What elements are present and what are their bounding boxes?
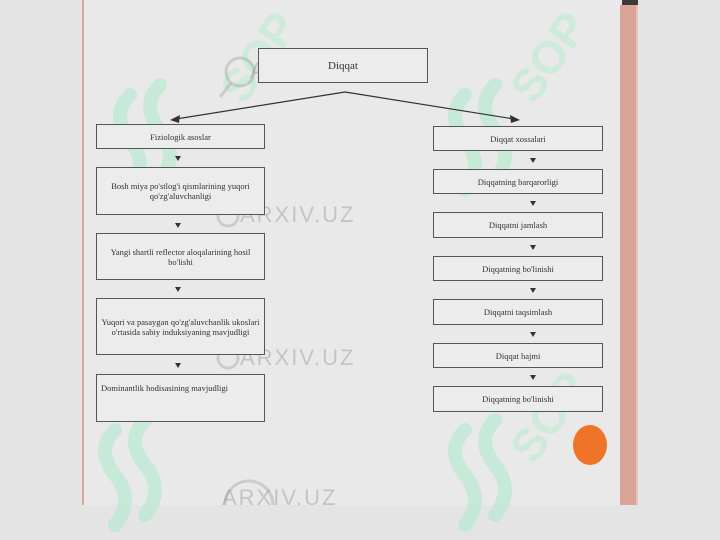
right-node: Diqqatning barqarorligi <box>433 169 603 194</box>
down-arrow-icon <box>530 288 536 293</box>
orange-circle-decoration <box>573 425 607 465</box>
down-arrow-icon <box>175 223 181 228</box>
right-node: Diqqatning bo'linishi <box>433 386 603 412</box>
left-node-header: Fiziologik asoslar <box>96 124 265 149</box>
left-node: Yuqori va pasaygan qo'zg'aluvchanlik uko… <box>96 298 265 355</box>
left-node: Bosh miya po'stlog'i qismlarining yuqori… <box>96 167 265 215</box>
down-arrow-icon <box>175 156 181 161</box>
left-node: Yangi shartli reflector aloqalarining ho… <box>96 233 265 280</box>
right-node-header: Diqqat xossalari <box>433 126 603 151</box>
watermark-text: ARXIV.UZ <box>222 485 338 510</box>
down-arrow-icon <box>530 158 536 163</box>
down-arrow-icon <box>530 245 536 250</box>
down-arrow-icon <box>530 332 536 337</box>
down-arrow-icon <box>175 287 181 292</box>
decorative-stripe-edge <box>636 5 638 505</box>
diagram-root-node: Diqqat <box>258 48 428 83</box>
decorative-stripe <box>620 5 638 505</box>
right-node: Diqqatni taqsimlash <box>433 299 603 325</box>
right-node: Diqqat hajmi <box>433 343 603 368</box>
down-arrow-icon <box>175 363 181 368</box>
down-arrow-icon <box>530 375 536 380</box>
left-node: Dominantlik hodisasining mavjudligi <box>96 374 265 422</box>
right-node: Diqqatni jamlash <box>433 212 603 238</box>
right-node: Diqqatning bo'linishi <box>433 256 603 281</box>
down-arrow-icon <box>530 201 536 206</box>
